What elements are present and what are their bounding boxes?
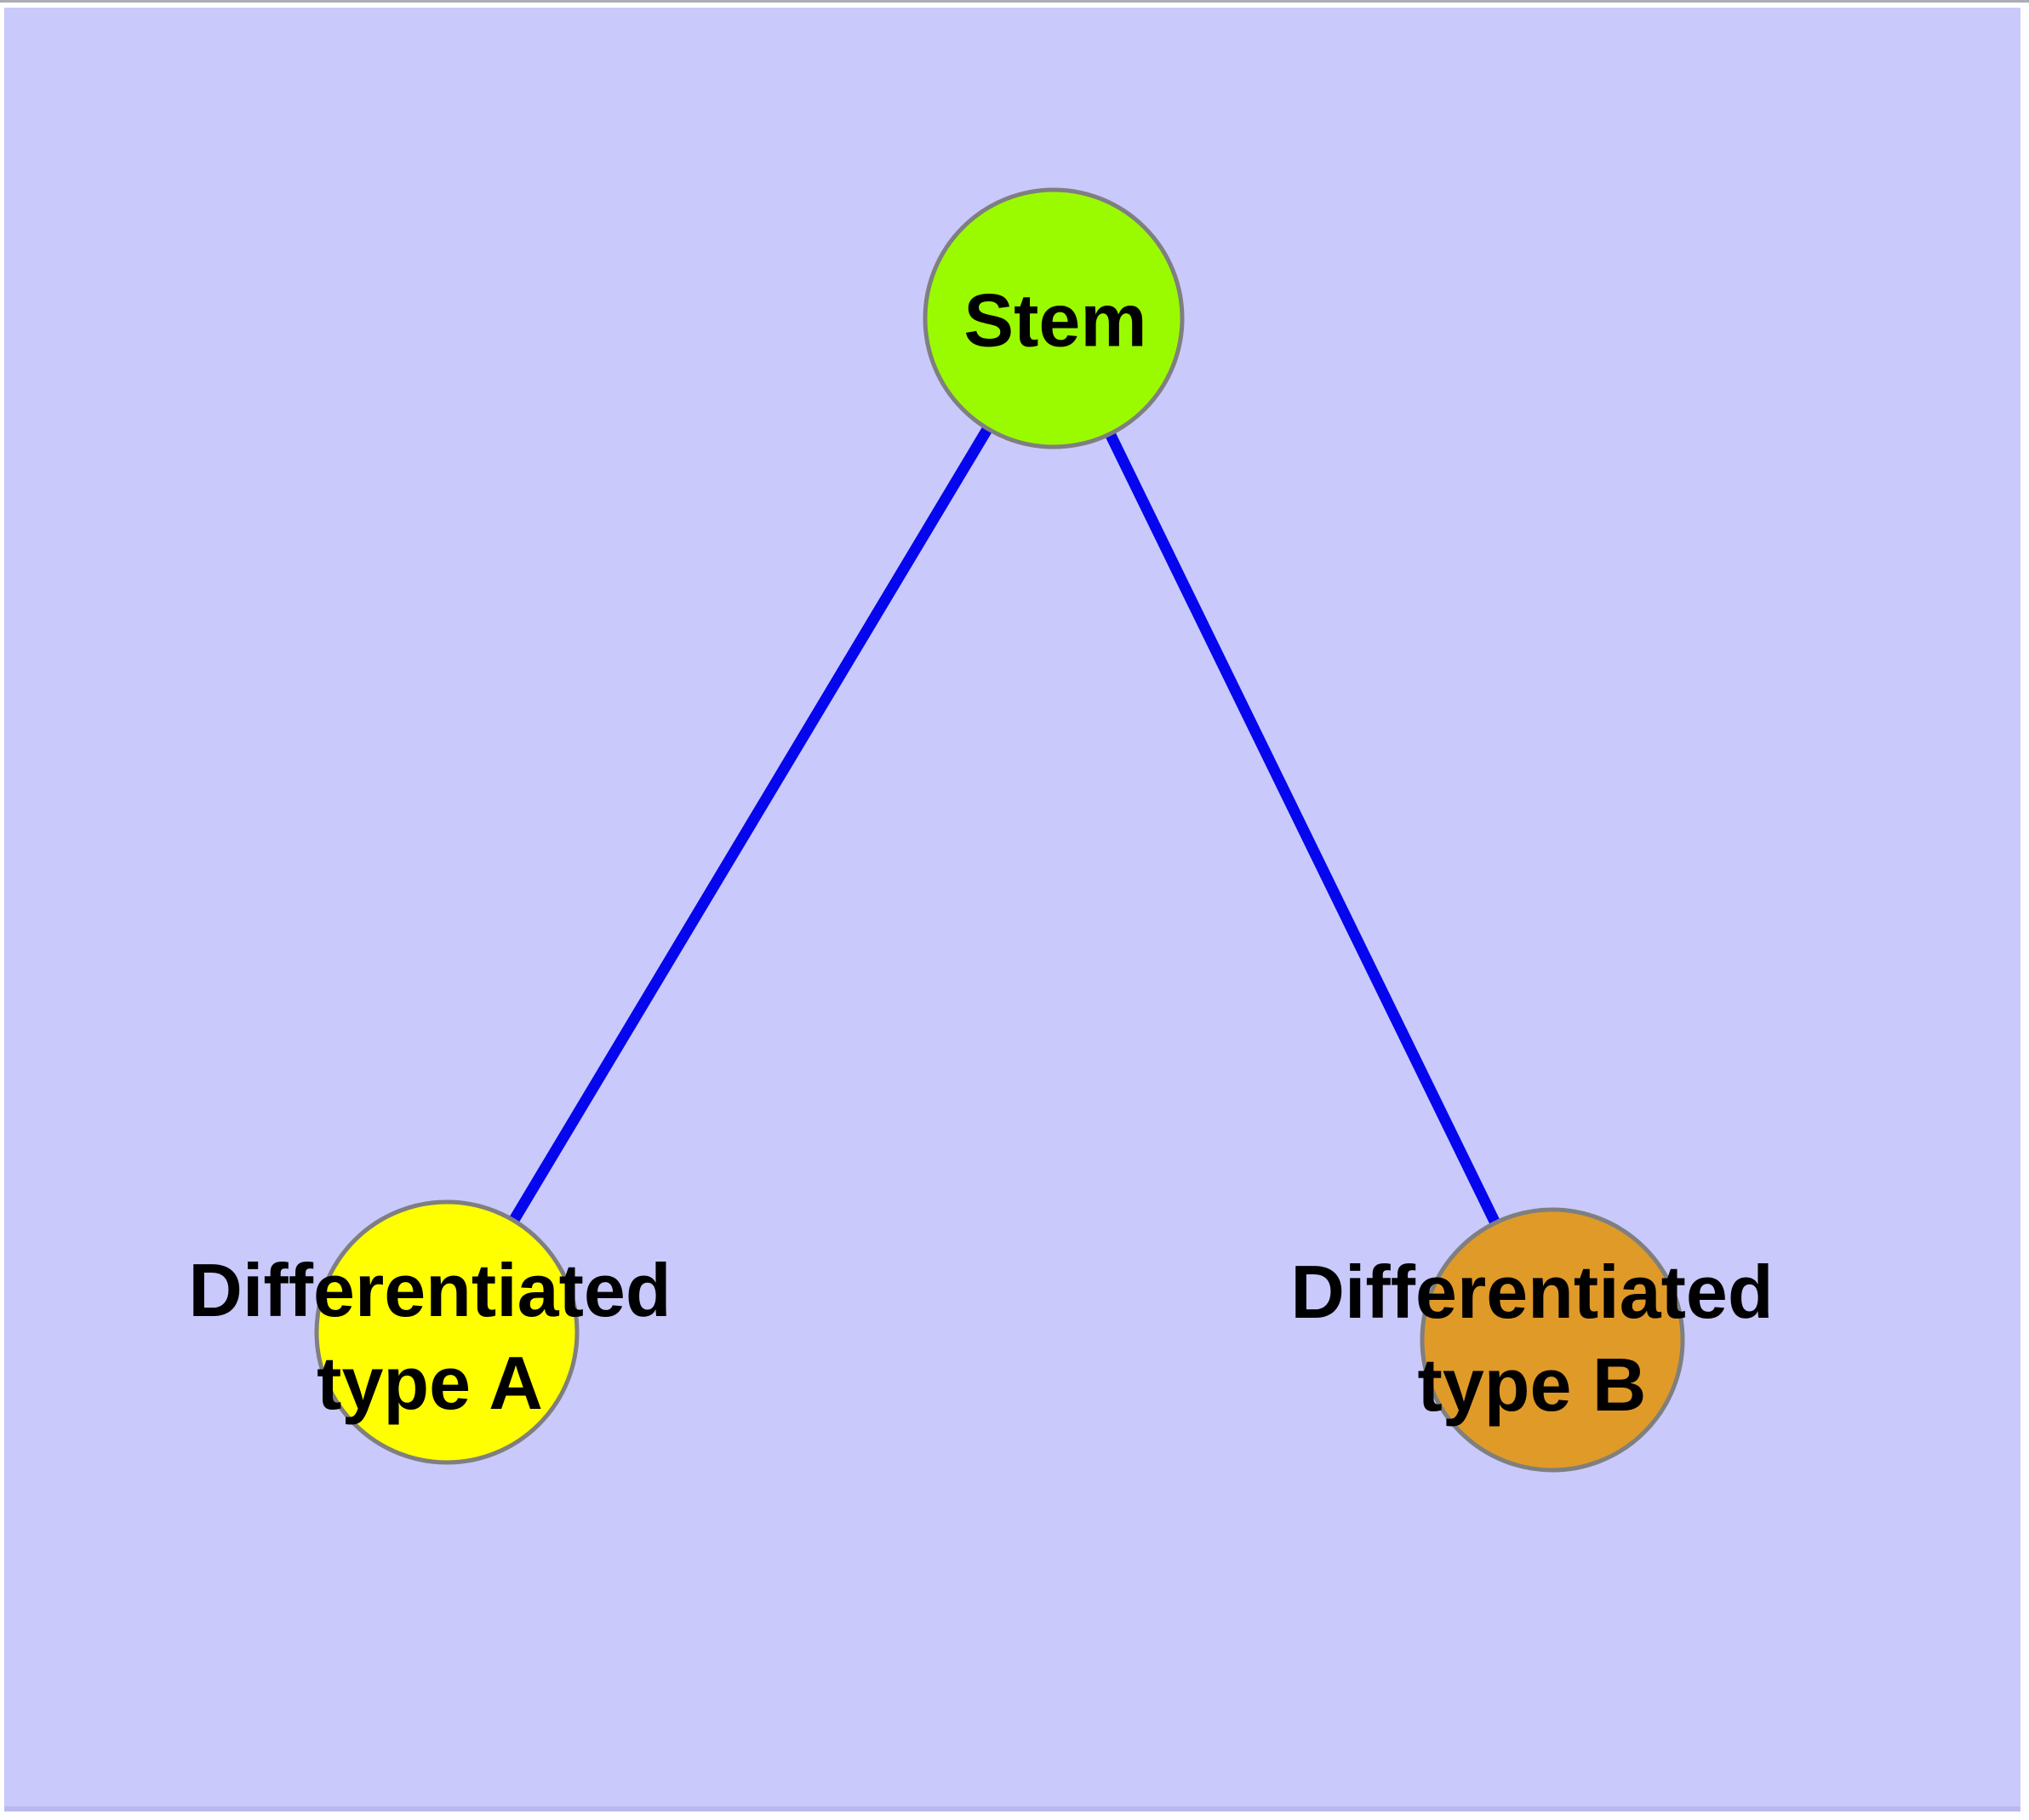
node-label-stem: Stem xyxy=(963,278,1147,363)
edge-stem-to-type-b xyxy=(1049,316,1557,1342)
node-circle-differentiated-type-b xyxy=(1420,1207,1685,1473)
label-line-1: Differentiated xyxy=(1290,1250,1774,1334)
node-circle-stem xyxy=(923,187,1185,449)
node-label-differentiated-type-a: Differentiated type A xyxy=(188,1244,671,1429)
top-hairline xyxy=(0,0,2029,3)
label-line-2: type A xyxy=(317,1341,543,1425)
label-line-1: Differentiated xyxy=(188,1248,672,1332)
canvas-bottom-edge xyxy=(4,1806,2020,1811)
node-label-differentiated-type-b: Differentiated type B xyxy=(1290,1245,1773,1431)
node-circle-differentiated-type-a xyxy=(314,1199,580,1465)
label-line-2: type B xyxy=(1417,1342,1647,1427)
edge-stem-to-type-a xyxy=(442,315,1059,1336)
